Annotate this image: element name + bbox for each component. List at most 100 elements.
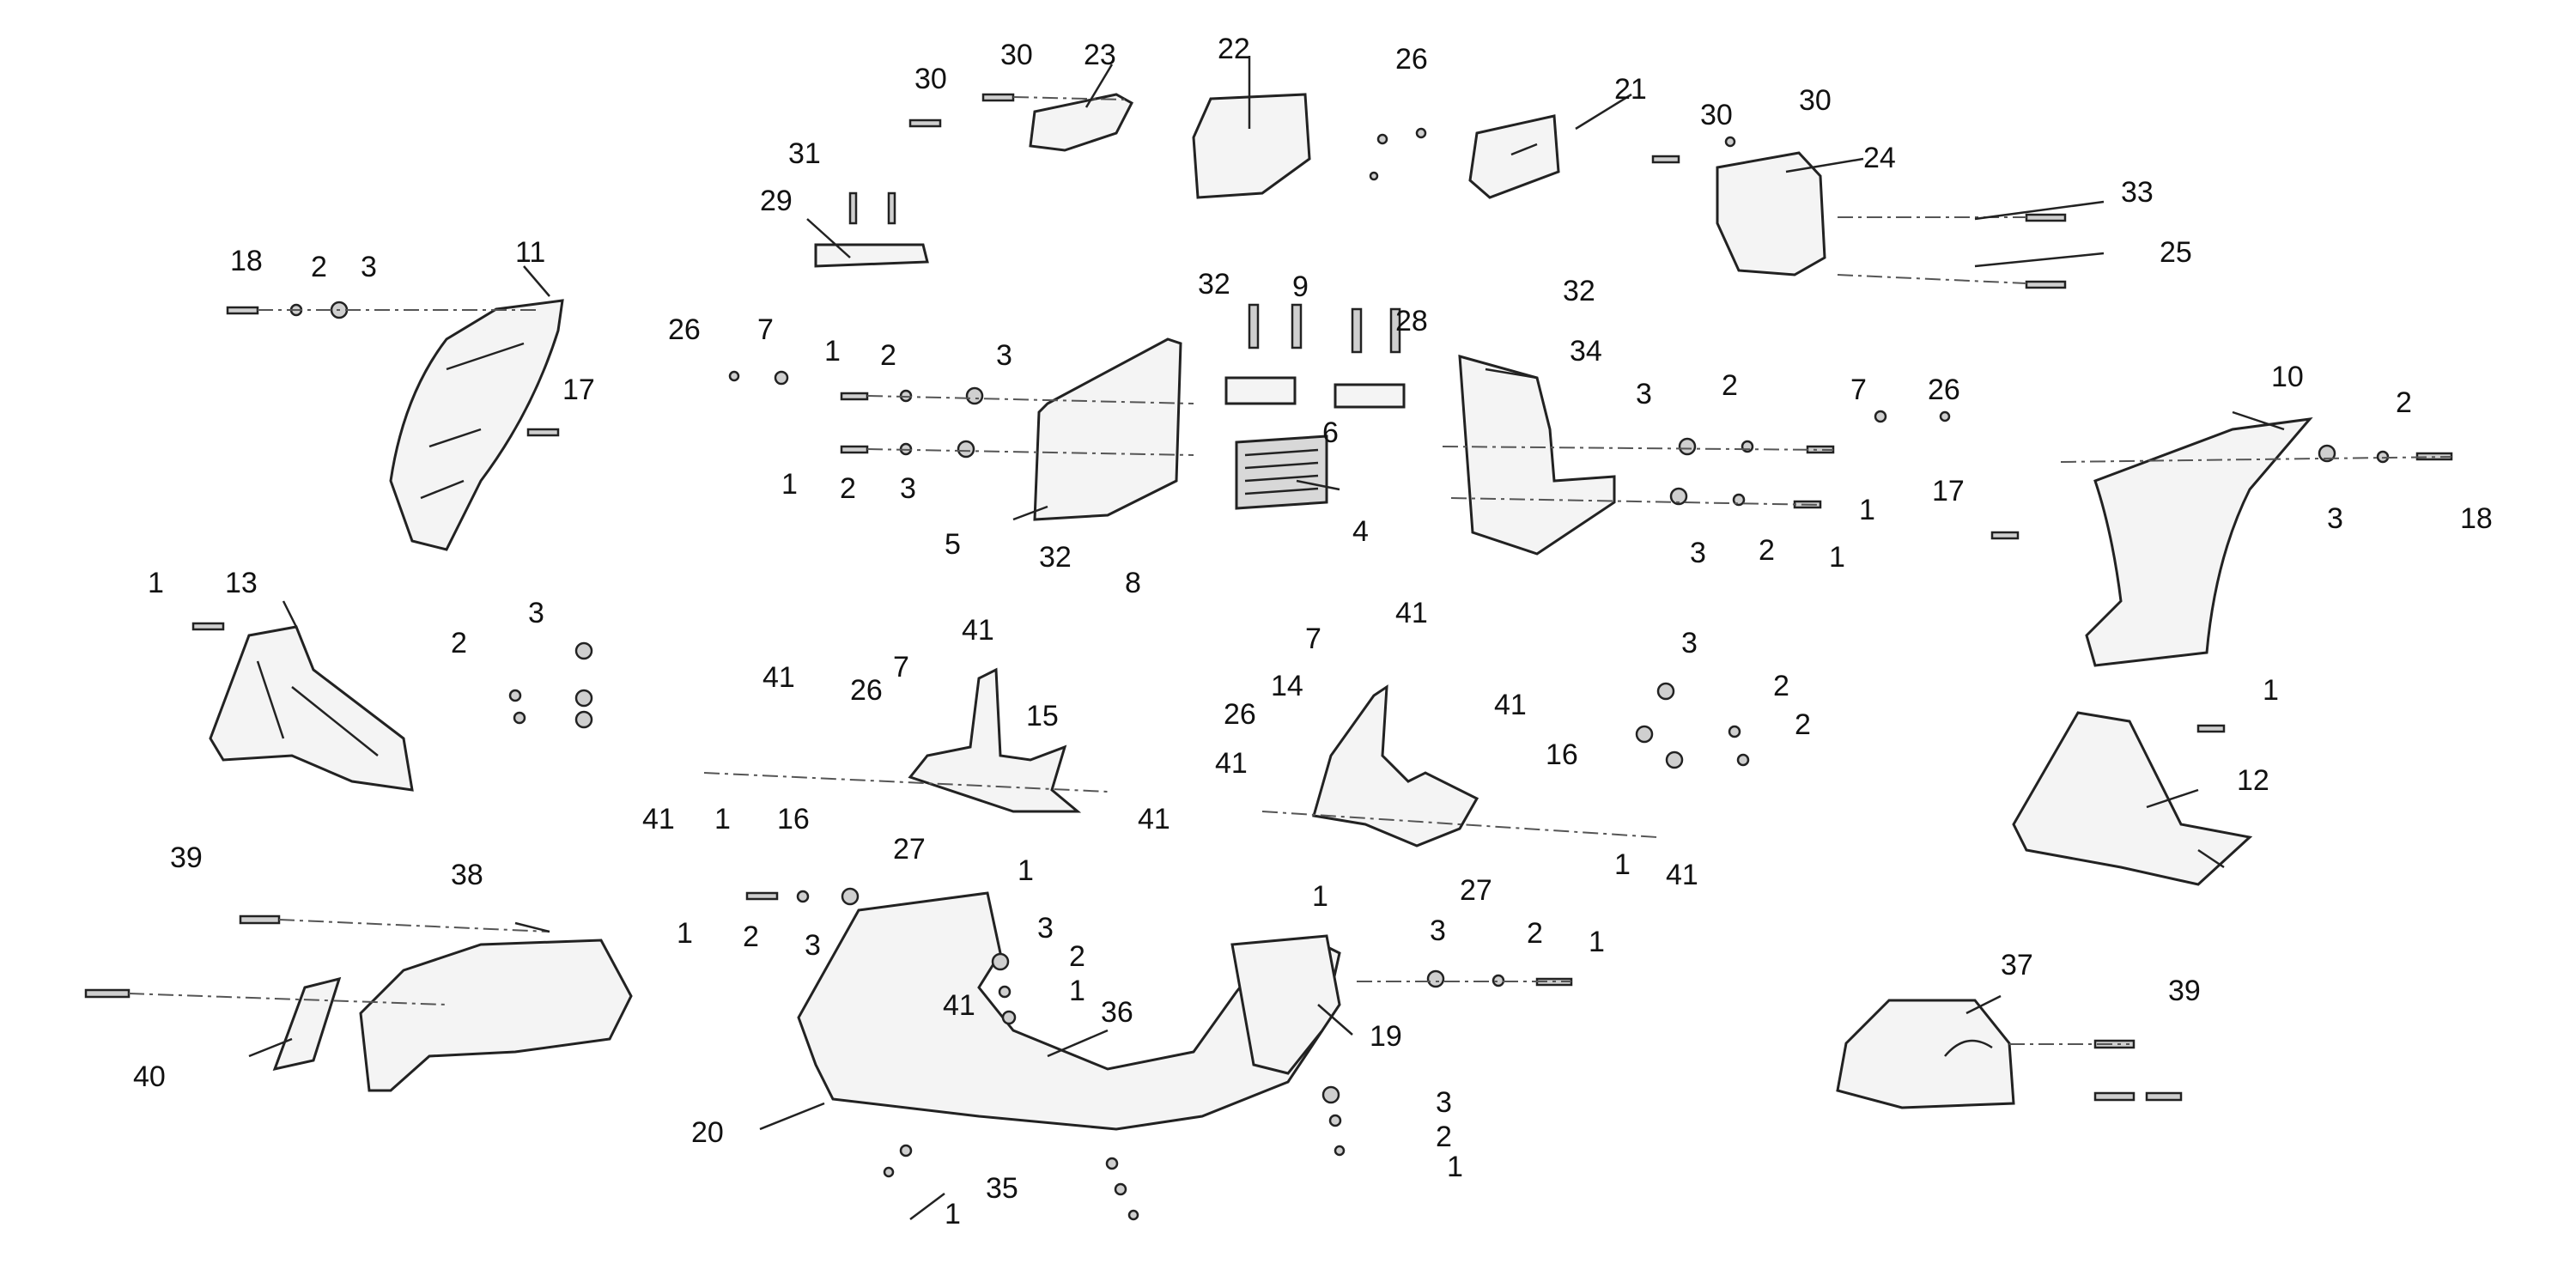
label-39-left: 39: [170, 841, 203, 874]
label-7-left: 7: [757, 313, 774, 346]
part-29-top-bracket: [814, 243, 929, 268]
label-2-a: 2: [880, 339, 896, 372]
label-3-d: 3: [1690, 537, 1706, 569]
label-1-e: 1: [714, 803, 731, 835]
label-2-j: 2: [1527, 917, 1543, 950]
label-14: 14: [1271, 670, 1303, 702]
label-37: 37: [2001, 949, 2033, 981]
label-7-mid-right: 7: [1305, 623, 1321, 655]
label-3-b: 3: [900, 472, 916, 505]
label-26-right: 26: [1928, 374, 1960, 406]
label-30-a: 30: [914, 63, 947, 95]
label-40: 40: [133, 1060, 166, 1093]
label-26-mid-left: 26: [850, 674, 883, 707]
label-21: 21: [1614, 73, 1647, 106]
label-1-right-12: 1: [2263, 674, 2279, 707]
label-38: 38: [451, 859, 483, 891]
label-27-b: 27: [1460, 874, 1492, 907]
label-9: 9: [1292, 270, 1309, 303]
label-34: 34: [1570, 335, 1602, 368]
label-41-a: 41: [962, 614, 994, 647]
label-16-a: 16: [777, 803, 810, 835]
label-39-right: 39: [2168, 975, 2201, 1007]
part-6-bracket-left: [1224, 376, 1406, 409]
label-12: 12: [2237, 764, 2269, 797]
part-10-right-side-panel: [2085, 416, 2313, 667]
label-1-h: 1: [1312, 880, 1328, 913]
label-2-h: 2: [1069, 940, 1085, 973]
label-3-left-top: 3: [361, 251, 377, 283]
hardware-fasteners: [84, 93, 2453, 1221]
label-41-d: 41: [1138, 803, 1170, 835]
part-19-right-undertray-wing: [1230, 934, 1341, 1075]
label-16-b: 16: [1546, 738, 1578, 771]
part-15-left-support-bracket: [908, 667, 1082, 813]
label-32-b: 32: [1563, 275, 1595, 307]
label-1-b: 1: [781, 468, 798, 501]
part-23-upper-left-cover: [1029, 93, 1133, 152]
label-2-d: 2: [1759, 534, 1775, 567]
label-3-right: 3: [2327, 502, 2343, 535]
label-25: 25: [2160, 236, 2192, 269]
part-11-left-front-panel: [389, 299, 564, 551]
label-1-k: 1: [1447, 1151, 1463, 1183]
label-7-mid-left: 7: [893, 651, 909, 683]
label-3-c: 3: [1636, 378, 1652, 410]
label-35: 35: [986, 1172, 1018, 1205]
label-3-f: 3: [805, 929, 821, 962]
label-7-right: 7: [1850, 374, 1867, 406]
label-18-right: 18: [2460, 502, 2493, 535]
label-41-f: 41: [1494, 689, 1527, 721]
label-6: 6: [1322, 416, 1339, 449]
label-2-left-mid: 2: [451, 627, 467, 659]
label-41-h: 41: [1666, 859, 1698, 891]
label-4: 4: [1352, 515, 1369, 548]
label-30-d: 30: [1799, 84, 1832, 117]
label-31: 31: [788, 137, 821, 170]
part-12-right-lower-fairing: [2012, 711, 2253, 886]
part-labels: 30 30 23 22 26 21 30 30 24 33 25 31 29 1…: [133, 33, 2493, 1230]
label-19: 19: [1370, 1020, 1402, 1053]
label-2-e: 2: [1773, 670, 1789, 702]
part-14-right-support-bracket: [1312, 684, 1479, 848]
label-30-b: 30: [1000, 39, 1033, 71]
label-2-g: 2: [743, 920, 759, 953]
label-23: 23: [1084, 39, 1116, 71]
label-41-g: 41: [1215, 747, 1248, 780]
assembly-axis-lines: [128, 96, 2452, 1045]
label-2-right: 2: [2396, 386, 2412, 419]
label-18-left: 18: [230, 245, 263, 277]
label-17-right: 17: [1932, 475, 1965, 507]
label-24: 24: [1863, 142, 1896, 174]
label-33: 33: [2121, 176, 2154, 209]
label-1-g: 1: [1614, 848, 1631, 881]
part-5-left-inner-panel: [1033, 337, 1182, 521]
label-29: 29: [760, 185, 793, 217]
label-1-j: 1: [1069, 975, 1085, 1007]
part-34-right-inner-panel: [1458, 354, 1616, 556]
part-38-left-rear-shell: [359, 939, 633, 1092]
label-3-h: 3: [1436, 1086, 1452, 1119]
label-26-mid-right: 26: [1224, 698, 1256, 731]
part-21-emblem-plate: [1468, 114, 1560, 199]
label-32-a: 32: [1198, 268, 1230, 301]
part-40-side-plate: [272, 976, 342, 1072]
label-41-c: 41: [642, 803, 675, 835]
label-3-left-mid: 3: [528, 597, 544, 629]
label-2-b: 2: [840, 472, 856, 505]
part-37-right-rear-shell: [1836, 999, 2015, 1109]
part-4-grille: [1235, 434, 1328, 510]
label-1-d: 1: [1829, 541, 1845, 574]
label-1-m: 1: [1589, 926, 1605, 958]
label-30-c: 30: [1700, 99, 1733, 131]
label-41-i: 41: [943, 989, 975, 1022]
label-2-i: 2: [1436, 1121, 1452, 1153]
part-22-upper-center-cover: [1192, 93, 1311, 199]
label-11: 11: [515, 236, 545, 269]
label-41-b: 41: [762, 661, 795, 694]
label-27-a: 27: [893, 833, 926, 866]
label-2-c: 2: [1722, 369, 1738, 402]
label-41-e: 41: [1395, 597, 1428, 629]
